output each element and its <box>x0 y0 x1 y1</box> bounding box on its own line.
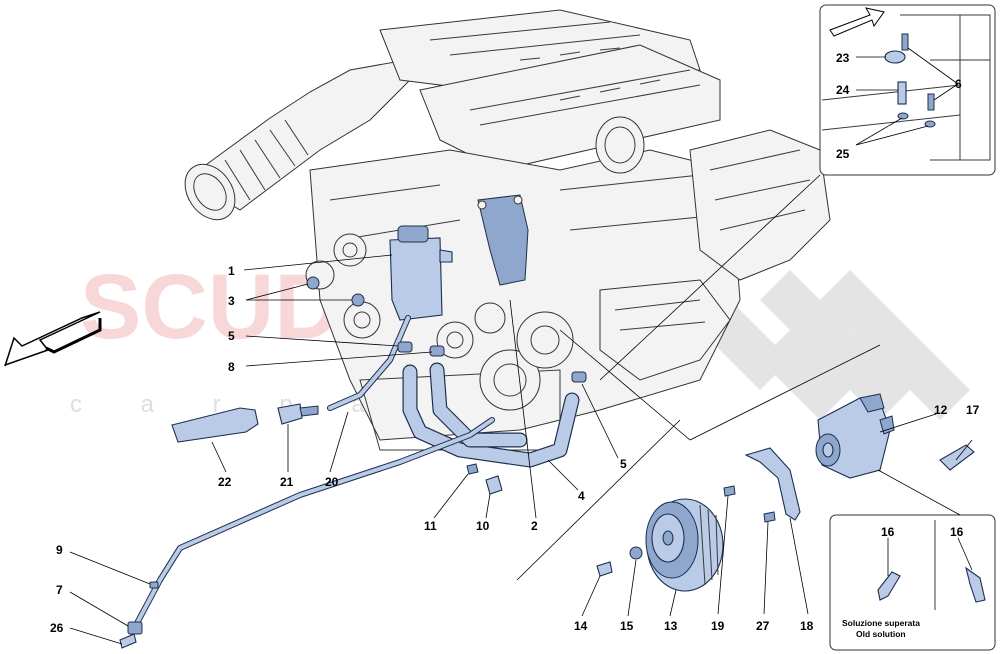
hose-clamp-8 <box>429 345 445 357</box>
washer-25a <box>897 112 909 120</box>
callout-5a: 5 <box>228 329 235 343</box>
accessory-pulleys <box>305 233 574 411</box>
callout-2: 2 <box>531 519 538 533</box>
transmission-case <box>599 279 731 381</box>
engine-assembly <box>184 9 831 451</box>
callout-4: 4 <box>578 489 585 503</box>
bolt-6a <box>901 33 909 51</box>
clamp-23 <box>884 50 906 64</box>
power-steering-reservoir <box>389 225 453 321</box>
union-fitting-21 <box>277 403 319 425</box>
leader-lines <box>69 47 973 645</box>
callout-19: 19 <box>711 619 725 633</box>
callout-16a: 16 <box>881 525 895 539</box>
belt-guard-18 <box>744 447 801 521</box>
bracket-16b <box>965 566 986 603</box>
callout-15: 15 <box>620 619 634 633</box>
callout-16b: 16 <box>950 525 964 539</box>
air-intake-duct <box>184 61 411 221</box>
callout-6: 6 <box>955 77 962 91</box>
washer-25b <box>924 120 936 128</box>
watermark-checker <box>700 270 970 420</box>
return-hose <box>402 364 580 468</box>
callout-12: 12 <box>934 403 948 417</box>
callout-10: 10 <box>476 519 490 533</box>
nut-3b <box>351 293 365 307</box>
callout-21: 21 <box>280 475 294 489</box>
callout-26: 26 <box>50 621 64 635</box>
callout-3: 3 <box>228 294 235 308</box>
callout-25: 25 <box>836 147 850 161</box>
old-solution-note-line2: Old solution <box>856 629 906 639</box>
callout-labels: 1 3 5 8 22 21 20 11 10 2 4 5 9 7 26 14 1… <box>50 51 980 635</box>
delivery-hose <box>429 362 528 448</box>
callout-17: 17 <box>966 403 980 417</box>
callout-18: 18 <box>800 619 814 633</box>
callout-9: 9 <box>56 543 63 557</box>
callout-1: 1 <box>228 264 235 278</box>
screw-27 <box>763 511 776 523</box>
fitting-7 <box>127 621 143 635</box>
callout-13: 13 <box>664 619 678 633</box>
rigid-return-pipe <box>133 417 495 628</box>
screw-19 <box>723 485 736 497</box>
spacer-24 <box>897 81 907 105</box>
callout-20: 20 <box>325 475 339 489</box>
drive-pulley-13 <box>645 498 724 592</box>
callout-5b: 5 <box>620 457 627 471</box>
callout-14: 14 <box>574 619 588 633</box>
bolt-6b <box>927 93 935 111</box>
bracket-10 <box>485 475 503 495</box>
nut-3a <box>306 276 320 290</box>
highlighted-parts <box>119 225 587 649</box>
inset-top-right <box>819 4 996 176</box>
hose-clamp-5a <box>397 341 413 353</box>
callout-11: 11 <box>424 519 437 533</box>
flexible-hose-22 <box>171 407 259 443</box>
inset-old-solution: Soluzione superata Old solution <box>829 514 996 651</box>
callout-27: 27 <box>756 619 770 633</box>
callout-8: 8 <box>228 360 235 374</box>
callout-22: 22 <box>218 475 232 489</box>
nut-11 <box>466 463 479 475</box>
old-solution-note-line1: Soluzione superata <box>842 618 920 628</box>
hose-clamp-5b <box>571 371 587 383</box>
pump-bracket <box>477 194 529 286</box>
cam-covers <box>379 9 721 171</box>
fitting-9 <box>149 581 159 589</box>
callout-7: 7 <box>56 583 63 597</box>
direction-arrow-left <box>4 311 102 367</box>
callout-23: 23 <box>836 51 850 65</box>
bracket-17 <box>939 444 975 471</box>
washer-15 <box>629 546 643 560</box>
gearbox <box>689 129 831 281</box>
callout-24: 24 <box>836 83 850 97</box>
throttle-body <box>595 116 645 174</box>
bracket-16a <box>877 571 901 601</box>
cap-26 <box>119 633 137 649</box>
power-steering-pump-12 <box>815 393 895 479</box>
exploded-pulley-group <box>596 447 801 592</box>
bolt-14 <box>596 561 613 577</box>
